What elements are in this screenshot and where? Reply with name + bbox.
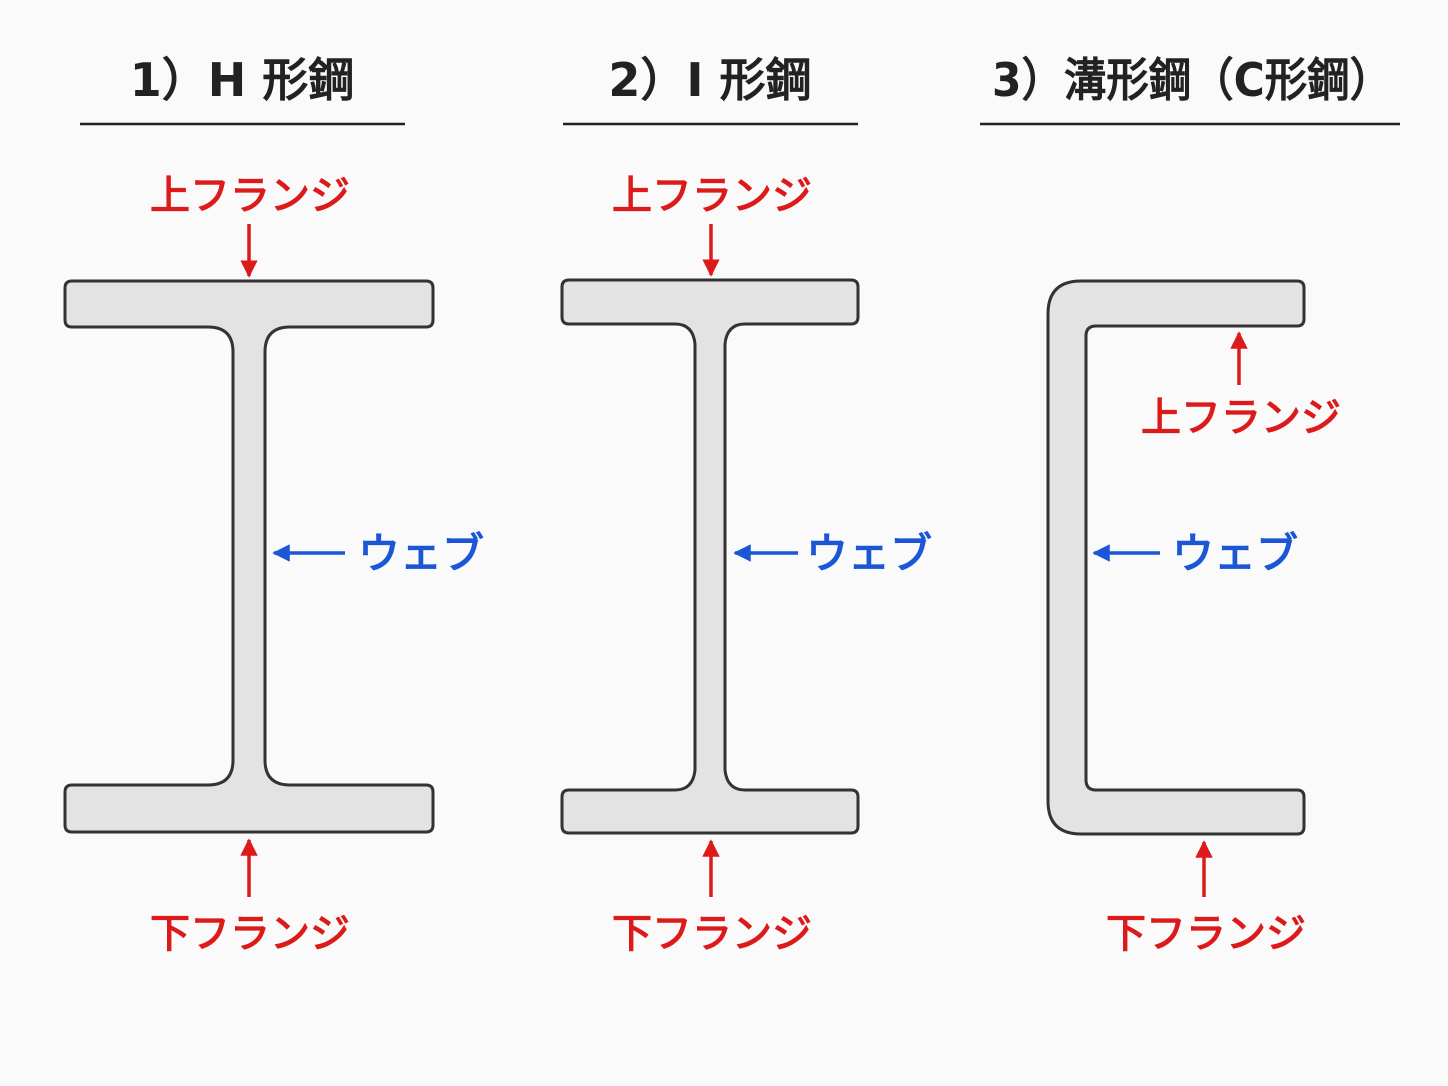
channel-cross-section [1046,279,1306,836]
channel-group: 3）溝形鋼（C形鋼） 上フランジ ウェブ 下フランジ [980,53,1400,957]
i-beam-top-flange-label: 上フランジ [612,173,812,219]
h-beam-cross-section [63,279,435,834]
channel-bottom-flange-label: 下フランジ [1106,911,1306,957]
h-beam-top-flange-label: 上フランジ [150,173,350,219]
channel-title: 3）溝形鋼（C形鋼） [992,53,1392,107]
h-beam-web-label: ウェブ [358,529,484,578]
i-beam-bottom-flange-label: 下フランジ [612,911,812,957]
i-beam-title: 2）I 形鋼 [608,53,811,107]
channel-top-flange-label: 上フランジ [1141,395,1341,441]
h-beam-title: 1）H 形鋼 [130,53,355,107]
channel-web-label: ウェブ [1172,529,1298,578]
i-beam-web-label: ウェブ [806,529,932,578]
i-beam-cross-section [560,278,860,835]
h-beam-group: 1）H 形鋼 上フランジ ウェブ 下フランジ [63,53,484,957]
i-beam-group: 2）I 形鋼 上フランジ ウェブ 下フランジ [560,53,932,957]
h-beam-bottom-flange-label: 下フランジ [150,911,350,957]
